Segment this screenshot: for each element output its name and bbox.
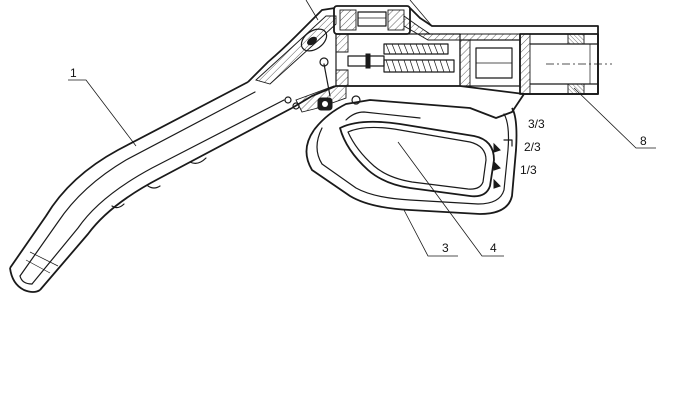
inlet-swivel — [519, 33, 612, 95]
trigger-position-2-3: 2/3 — [524, 140, 541, 154]
hand-guard — [305, 107, 518, 215]
trigger-notches — [493, 139, 513, 189]
leader-lines — [68, 0, 656, 257]
trigger-position-3-3: 3/3 — [528, 117, 545, 131]
callout-4: 4 — [490, 241, 497, 255]
trigger-lever — [339, 111, 495, 198]
main-spring — [383, 43, 455, 73]
spout — [9, 81, 293, 293]
callout-3: 3 — [442, 241, 449, 255]
callout-8: 8 — [640, 134, 647, 148]
callout-1: 1 — [70, 66, 77, 80]
trigger-position-1-3: 1/3 — [520, 163, 537, 177]
latch-mechanism — [284, 28, 361, 111]
nozzle-body — [247, 5, 612, 131]
